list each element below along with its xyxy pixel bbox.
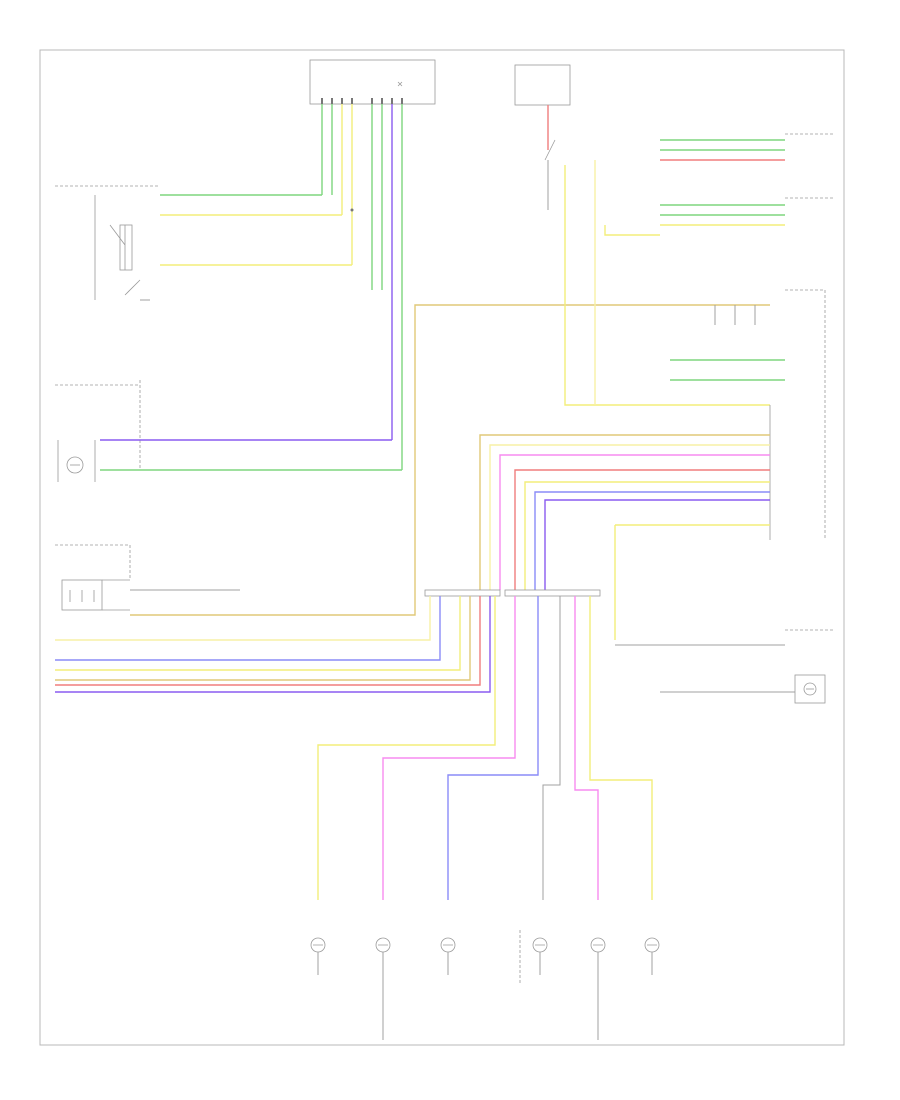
headlamp-switch-wires	[140, 194, 354, 301]
left-power-component	[55, 380, 141, 482]
stop-lamp-switch	[514, 64, 571, 210]
right-lower-module	[769, 405, 835, 631]
lamp-group	[310, 930, 660, 1040]
harness-connectors	[424, 589, 601, 597]
right-mid-module	[670, 289, 826, 540]
top-module-harness	[321, 104, 403, 470]
door-lock-lamp	[660, 674, 826, 704]
central-harness	[479, 434, 785, 646]
top-center-module	[309, 59, 436, 105]
left-bus-wires	[55, 596, 491, 693]
left-lower-wires	[130, 304, 770, 616]
left-lower-switch	[55, 544, 240, 611]
stop-lamp-branch-wires	[564, 160, 770, 406]
right-top-module	[660, 133, 835, 226]
lamp-drop-wires	[317, 596, 653, 900]
diagram-frame	[39, 49, 845, 1046]
left-power-wires	[100, 439, 402, 471]
headlamp-switch	[55, 185, 160, 300]
